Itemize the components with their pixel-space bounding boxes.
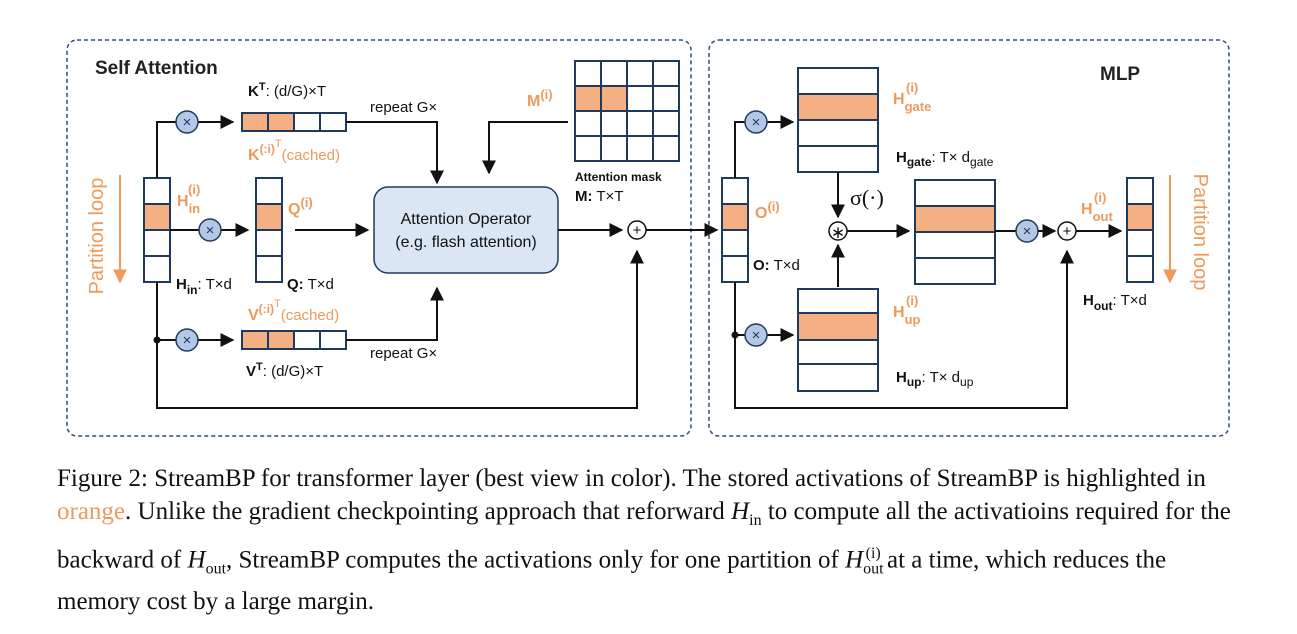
self-attention-title: Self Attention	[95, 58, 218, 79]
h-up-i-sup: (i)	[906, 293, 918, 308]
h-in-i-sup: (i)	[188, 182, 200, 197]
wire-hin-to-k	[156, 121, 176, 178]
q-vector	[255, 177, 283, 283]
svg-text:×: ×	[183, 332, 192, 349]
caption-prefix: Figure 2: StreamBP for transformer layer…	[57, 465, 1206, 492]
h-in-dims: Hin: T×d	[176, 276, 232, 297]
o-dims: O: T×d	[753, 257, 800, 274]
caption-highlight: orange	[57, 498, 126, 525]
multiply-icon-k: ×	[175, 110, 199, 134]
h-out-i-sup: (i)	[1094, 190, 1106, 205]
caption-middle3: , StreamBP computes the activations only…	[226, 546, 846, 574]
activation-matrix	[914, 179, 996, 285]
h-gate-i-label: Hgate	[893, 91, 931, 114]
h-out-vector	[1126, 177, 1154, 283]
q-i-label: Q(i)	[288, 195, 313, 218]
svg-text:×: ×	[752, 114, 761, 131]
h-out-i-label: Hout	[1081, 201, 1113, 224]
attention-operator-line2: (e.g. flash attention)	[395, 234, 536, 251]
h-gate-i-sup: (i)	[906, 80, 918, 95]
residual-wire-attn	[156, 249, 644, 409]
star-icon: ∗	[828, 221, 848, 242]
caption-h-in: H	[731, 498, 750, 525]
streambp-diagram: Self Attention MLP Partition loop Hin (i…	[66, 39, 1230, 437]
partition-loop-label-right: Partition loop	[1189, 174, 1211, 291]
v-transpose-vector	[241, 330, 347, 350]
k-cached-label: K(:i)T(cached)	[248, 138, 340, 164]
caption-out-sub: out	[205, 560, 227, 578]
svg-text:×: ×	[1023, 223, 1032, 240]
h-up-matrix	[797, 288, 879, 392]
attention-operator-box	[373, 186, 559, 274]
repeat-k-label: repeat G×	[370, 99, 437, 116]
k-transpose-vector	[241, 112, 347, 132]
wire-k-to-attn	[346, 121, 444, 185]
attention-operator-line1: Attention Operator	[401, 211, 532, 228]
wire-hin-to-v	[156, 282, 176, 341]
h-up-i-label: Hup	[893, 304, 921, 327]
add-icon-mlp: +	[1057, 221, 1077, 241]
wire-mask-to-attn	[482, 121, 568, 175]
svg-text:×: ×	[183, 114, 192, 131]
svg-text:+: +	[1063, 223, 1072, 240]
caption-h-out: H	[187, 546, 206, 574]
svg-text:+: +	[633, 222, 642, 239]
multiply-icon-q: ×	[198, 218, 222, 242]
h-gate-matrix	[797, 67, 879, 173]
mlp-panel	[708, 39, 1230, 437]
q-dims: Q: T×d	[287, 276, 334, 293]
svg-text:∗: ∗	[831, 223, 845, 242]
h-in-i-label: Hin	[177, 193, 200, 216]
k-transpose-dims: KT: (d/G)×T	[248, 81, 326, 100]
m-dims: M: T×T	[575, 188, 623, 205]
h-gate-dims: Hgate: T× dgate	[896, 149, 994, 169]
sigma-label: σ(·)	[850, 185, 884, 210]
caption-middle1: . Unlike the gradient checkpointing appr…	[125, 498, 732, 525]
o-vector	[721, 177, 749, 283]
h-in-vector	[143, 177, 171, 283]
svg-text:×: ×	[752, 327, 761, 344]
wire-v-to-attn	[346, 286, 444, 341]
o-i-label: O(i)	[755, 199, 780, 222]
multiply-icon-gate: ×	[744, 110, 768, 134]
add-icon-attn: +	[627, 220, 647, 240]
caption-out-sub-2: out	[863, 560, 884, 578]
attention-mask-grid	[574, 60, 680, 162]
repeat-v-label: repeat G×	[370, 345, 437, 362]
v-cached-label: V(:i)T(cached)	[248, 298, 339, 324]
caption-i-sup: (i)	[865, 545, 881, 562]
caption-middle2: to compute all the activatioins required…	[57, 498, 1231, 574]
wire-o-to-gate	[734, 121, 745, 178]
figure-caption: Figure 2: StreamBP for transformer layer…	[57, 462, 1247, 618]
caption-suffix: at a time, which reduces the memory cost…	[57, 546, 1167, 616]
wire-o-to-up	[734, 282, 745, 336]
mlp-title: MLP	[1100, 64, 1140, 85]
svg-text:×: ×	[206, 222, 215, 239]
multiply-icon-v: ×	[175, 328, 199, 352]
multiply-icon-down: ×	[1015, 219, 1039, 243]
caption-in-sub: in	[749, 512, 762, 529]
multiply-icon-up: ×	[744, 323, 768, 347]
caption-h-out-i: H	[845, 546, 864, 574]
partition-loop-label-left: Partition loop	[86, 178, 108, 295]
self-attention-panel	[66, 39, 692, 437]
attention-mask-label: Attention mask	[575, 170, 662, 184]
h-out-dims: Hout: T×d	[1083, 292, 1147, 313]
h-up-dims: Hup: T× dup	[896, 369, 974, 389]
v-transpose-dims: VT: (d/G)×T	[246, 361, 323, 380]
m-i-label: M(i)	[527, 87, 553, 110]
residual-wire-mlp	[734, 249, 1074, 409]
